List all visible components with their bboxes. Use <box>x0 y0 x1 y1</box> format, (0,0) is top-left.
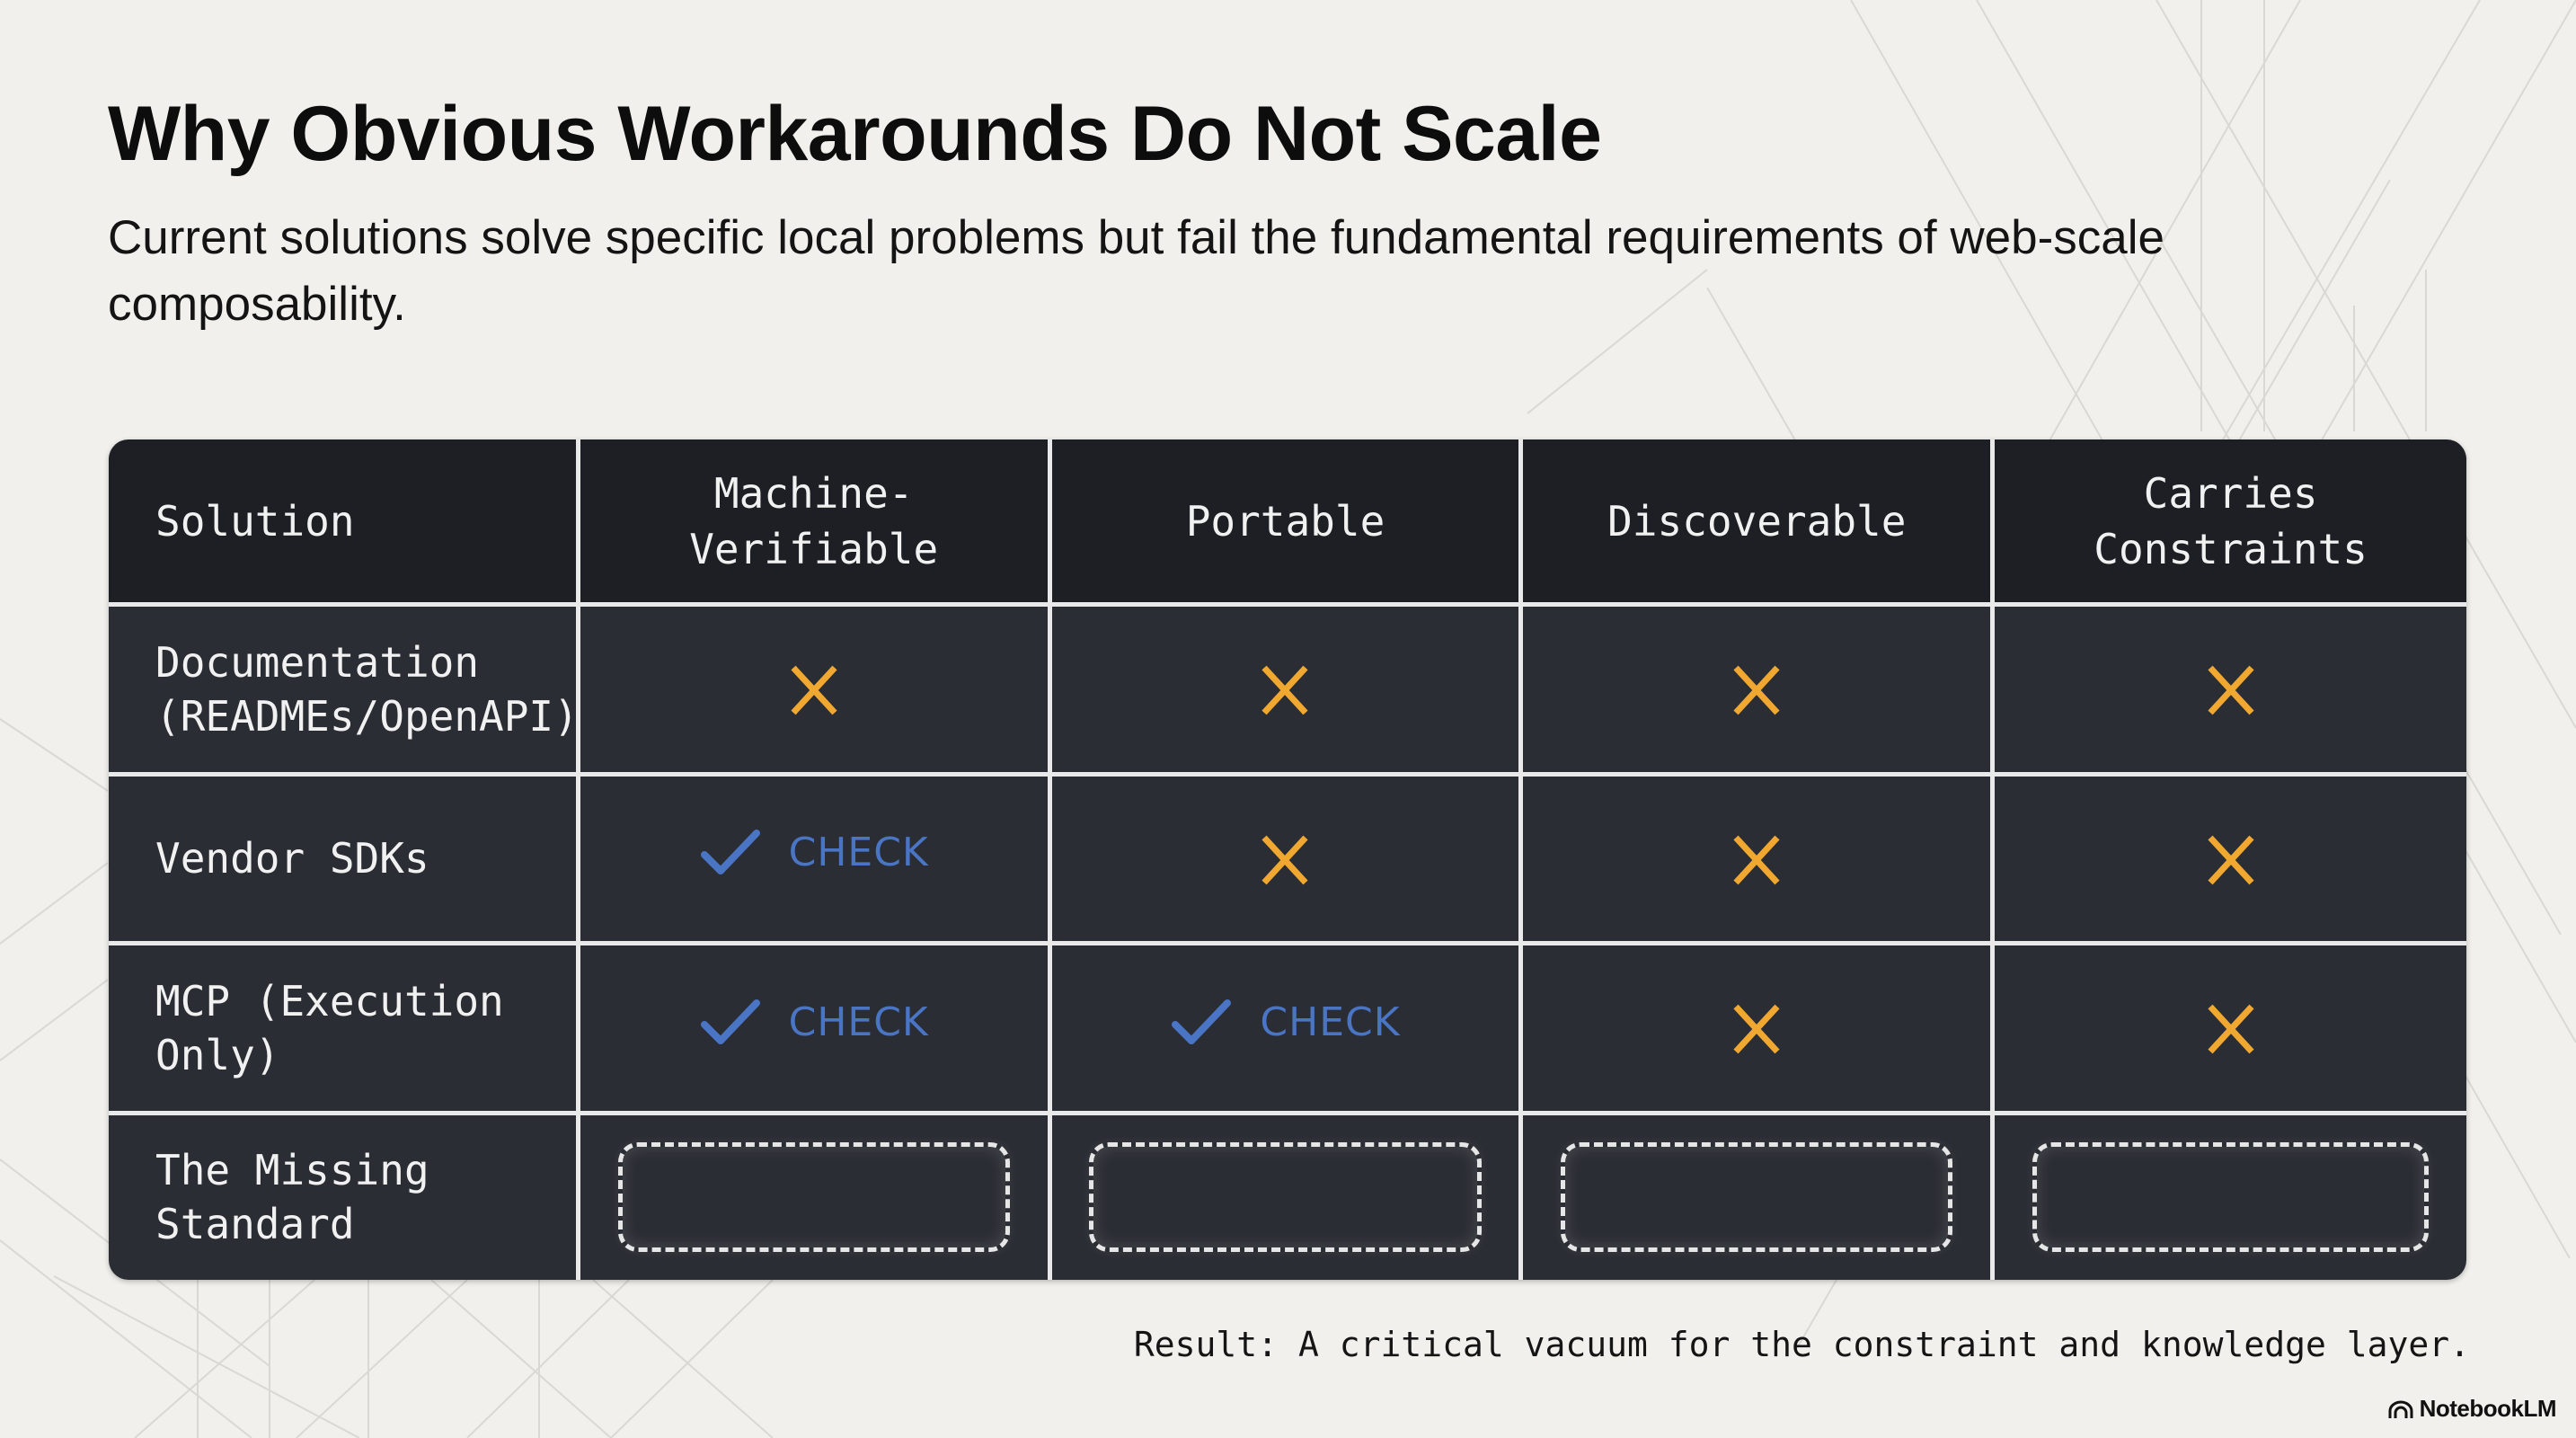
header-label-line-1: Machine- <box>713 468 914 518</box>
solution-name-cell: Vendor SDKs <box>109 776 580 945</box>
checkmark-icon <box>700 999 760 1044</box>
header-discoverable: Discoverable <box>1523 439 1996 607</box>
dashed-placeholder-box <box>2032 1142 2429 1253</box>
solution-name: Vendor SDKs <box>155 834 429 883</box>
status-cell <box>1995 607 2466 777</box>
dashed-placeholder-box <box>1089 1142 1482 1253</box>
result-caption: Result: A critical vacuum for the constr… <box>1133 1325 2470 1364</box>
x-mark-icon <box>1733 835 1780 884</box>
status-cell <box>1523 607 1996 777</box>
page-title: Why Obvious Workarounds Do Not Scale <box>108 91 1602 177</box>
status-cell <box>1995 945 2466 1115</box>
table-row: Documentation(READMEs/OpenAPI) <box>109 607 2466 777</box>
check-status: CHECK <box>699 996 929 1050</box>
status-cell: CHECK <box>580 776 1052 945</box>
checkmark-icon <box>700 830 760 875</box>
solution-name-cell: The Missing Standard <box>109 1114 580 1280</box>
table-header-row: Solution Machine- Verifiable Portable Dis… <box>109 439 2466 607</box>
status-cell <box>1051 1114 1524 1280</box>
header-portable: Portable <box>1051 439 1524 607</box>
status-cell <box>1523 776 1996 945</box>
header-label-line-2: Constraints <box>2094 524 2368 573</box>
status-cell <box>580 1114 1052 1280</box>
x-mark-icon <box>1733 665 1780 715</box>
x-mark-icon <box>1261 665 1309 715</box>
solution-name-cell: MCP (Execution Only) <box>109 945 580 1115</box>
status-cell <box>580 607 1052 777</box>
table-row: The Missing Standard <box>109 1114 2466 1280</box>
status-cell: CHECK <box>580 945 1052 1115</box>
check-label: CHECK <box>1260 999 1401 1045</box>
header-label: Solution <box>155 496 355 546</box>
header-machine-verifiable: Machine- Verifiable <box>580 439 1052 607</box>
status-cell <box>1051 776 1524 945</box>
dashed-placeholder-box <box>617 1142 1010 1253</box>
header-label: Portable <box>1185 496 1385 546</box>
header-label: Discoverable <box>1607 496 1907 546</box>
check-label: CHECK <box>788 999 929 1045</box>
status-cell <box>1995 776 2466 945</box>
header-label-line-2: Verifiable <box>689 524 939 573</box>
solution-name: The Missing Standard <box>155 1146 429 1249</box>
comparison-table: Solution Machine- Verifiable Portable Dis… <box>109 439 2466 1280</box>
check-label: CHECK <box>788 830 929 876</box>
x-mark-icon <box>2208 1004 2254 1054</box>
x-mark-icon <box>2208 665 2254 715</box>
table-row: MCP (Execution Only) CHECK CHECK <box>109 945 2466 1115</box>
notebooklm-logo-icon <box>2388 1400 2413 1418</box>
check-status: CHECK <box>699 826 929 880</box>
x-mark-icon <box>1261 835 1309 884</box>
dashed-placeholder-box <box>1561 1142 1953 1253</box>
status-cell <box>1523 945 1996 1115</box>
solution-name: MCP (Execution Only) <box>155 976 504 1079</box>
solution-name: Documentation <box>155 637 480 687</box>
check-status: CHECK <box>1170 996 1400 1050</box>
page-subtitle: Current solutions solve specific local p… <box>108 211 2164 331</box>
header-solution: Solution <box>109 439 580 607</box>
status-cell <box>1523 1114 1996 1280</box>
x-mark-icon <box>2208 835 2254 884</box>
header-label-line-1: Carries <box>2143 468 2318 518</box>
checkmark-icon <box>1172 999 1232 1044</box>
brand-name: NotebookLM <box>2419 1395 2557 1422</box>
x-mark-icon <box>1733 1004 1780 1054</box>
x-mark-icon <box>791 665 837 715</box>
status-cell: CHECK <box>1051 945 1524 1115</box>
status-cell <box>1995 1114 2466 1280</box>
status-cell <box>1051 607 1524 777</box>
brand-watermark: NotebookLM <box>2387 1395 2557 1423</box>
solution-name-cell: Documentation(READMEs/OpenAPI) <box>109 607 580 777</box>
table-row: Vendor SDKs CHECK <box>109 776 2466 945</box>
solution-name: (READMEs/OpenAPI) <box>155 691 579 741</box>
